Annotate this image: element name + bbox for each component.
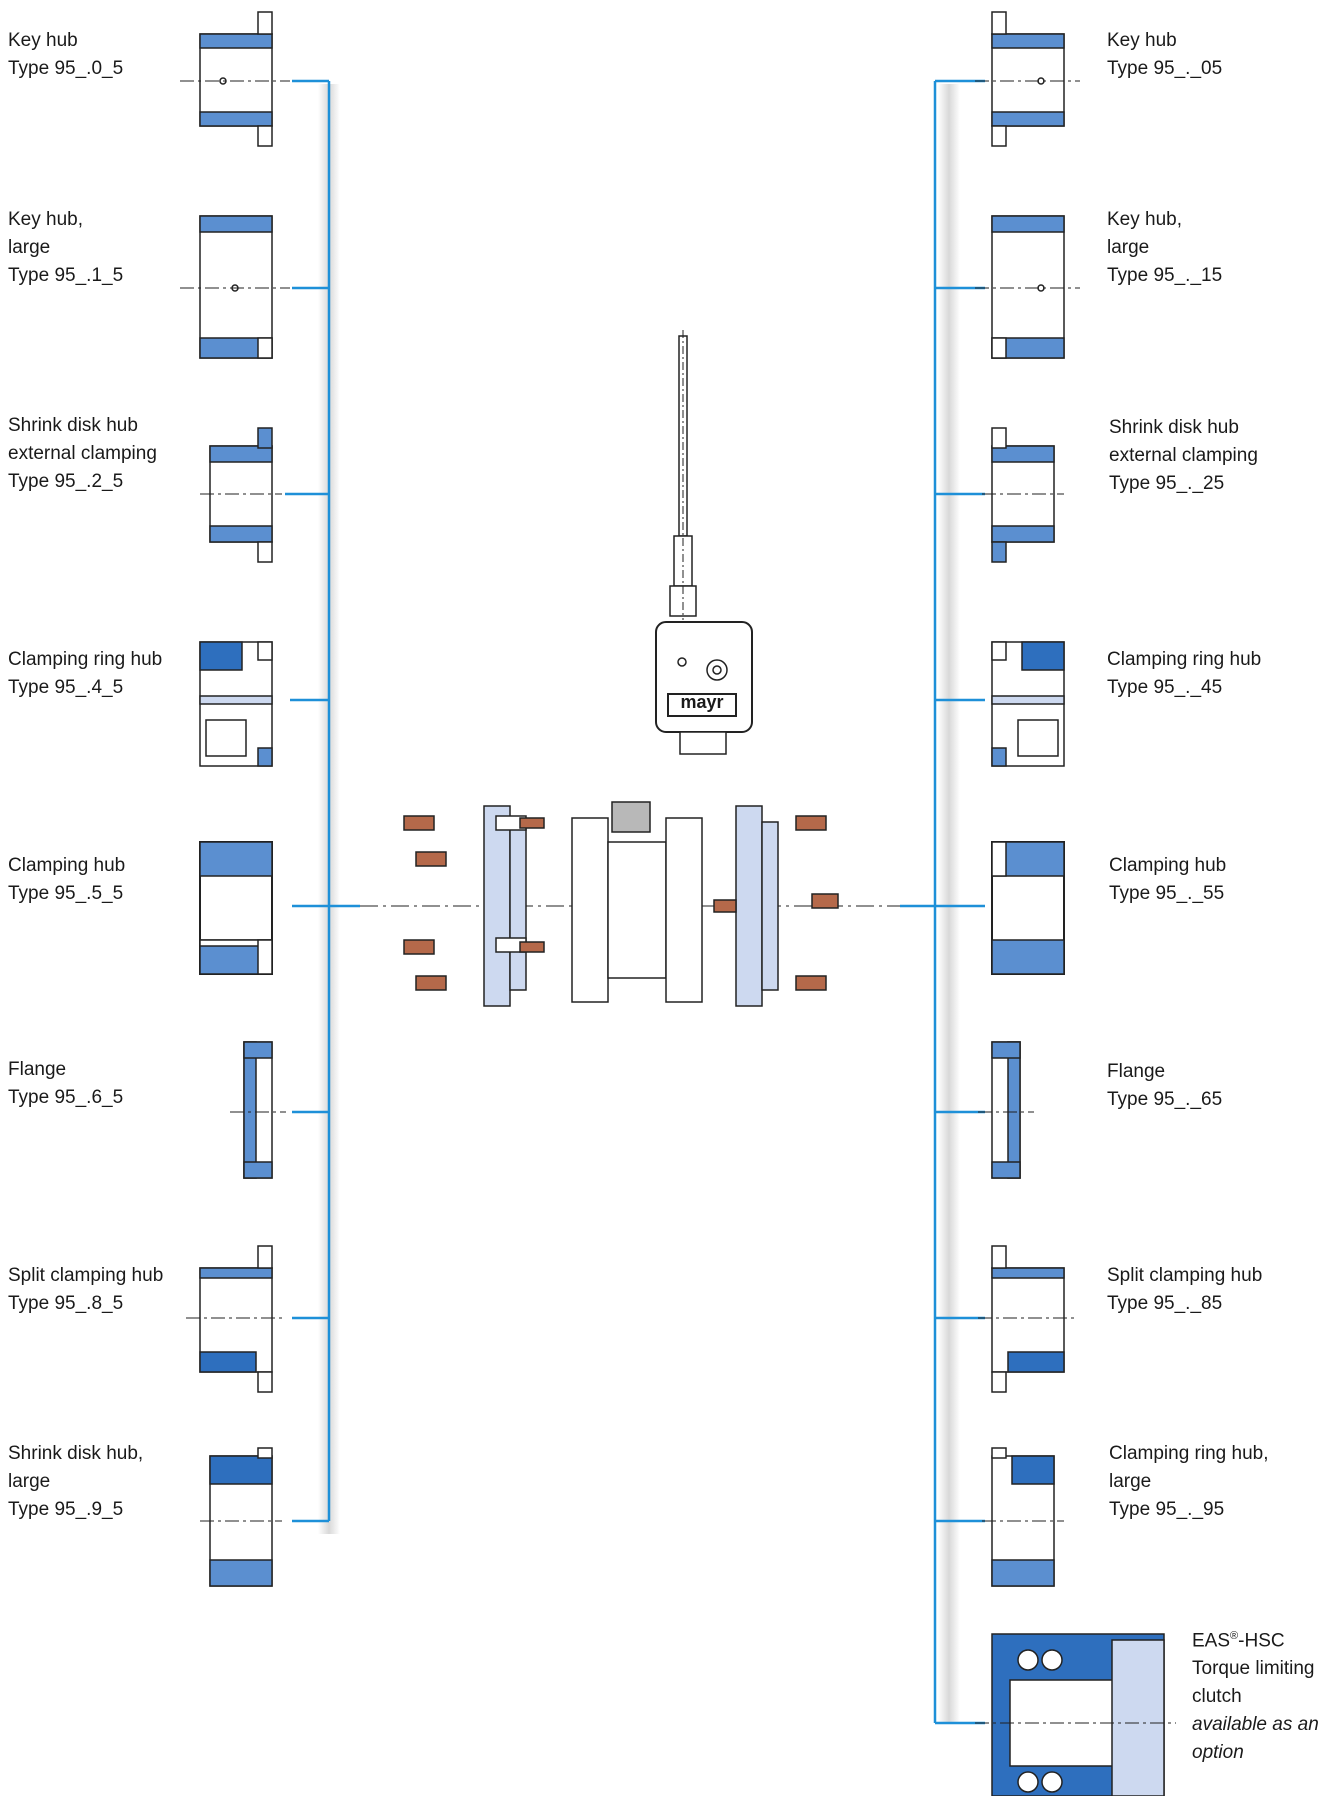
- label-name: Shrink disk hub: [8, 415, 138, 436]
- shrink-disk-hub-large-left-drawing: [200, 1447, 282, 1587]
- label-left-key-hub: Key hub Type 95_.0_5: [8, 27, 123, 83]
- label-name-2: large: [8, 237, 51, 258]
- label-type: Type 95_.2_5: [8, 471, 124, 492]
- label-type: Type 95_._95: [1109, 1499, 1225, 1520]
- label-type: Type 95_._85: [1107, 1293, 1223, 1314]
- label-right-clamping-ring-hub: Clamping ring hub Type 95_._45: [1107, 646, 1261, 702]
- label-type: Type 95_.0_5: [8, 58, 124, 79]
- label-left-flange: Flange Type 95_.6_5: [8, 1056, 123, 1112]
- clamping-hub-right-drawing: [991, 841, 1065, 975]
- label-left-shrink-disk-hub: Shrink disk hub external clamping Type 9…: [8, 412, 157, 496]
- label-name: Flange: [8, 1059, 67, 1080]
- option-note-2: option: [1192, 1742, 1244, 1764]
- flange-left-drawing: [230, 1041, 286, 1179]
- label-right-key-hub-large: Key hub, large Type 95_._15: [1107, 206, 1222, 290]
- sensor-module-drawing: [655, 621, 753, 755]
- key-hub-large-left-drawing: [180, 215, 290, 359]
- bolts: [403, 815, 839, 991]
- option-line-3: clutch: [1192, 1686, 1242, 1708]
- split-clamping-hub-left-drawing: [186, 1245, 286, 1393]
- shrink-disk-hub-right-drawing: [982, 427, 1064, 563]
- key-hub-left-drawing: [180, 11, 290, 147]
- label-type: Type 95_._55: [1109, 883, 1225, 904]
- label-name: Key hub: [8, 30, 78, 51]
- label-name: Shrink disk hub,: [8, 1443, 144, 1464]
- label-type: Type 95_.5_5: [8, 883, 124, 904]
- label-right-clamping-hub: Clamping hub Type 95_._55: [1109, 852, 1226, 908]
- center-coupling-assembly: [360, 330, 900, 1007]
- right-connector-bracket: [900, 79, 985, 1725]
- option-line-2: Torque limiting: [1192, 1658, 1315, 1680]
- label-name-2: large: [8, 1471, 51, 1492]
- key-hub-large-right-drawing: [975, 215, 1080, 359]
- clamping-ring-hub-right-drawing: [991, 641, 1065, 767]
- clamping-ring-hub-large-right-drawing: [982, 1447, 1064, 1587]
- label-name: Split clamping hub: [8, 1265, 164, 1286]
- right-hub-drawings: [975, 11, 1176, 1796]
- left-hub-drawings: [180, 11, 290, 1587]
- label-type: Type 95_.4_5: [8, 677, 124, 698]
- option-note-1: available as an: [1192, 1714, 1319, 1736]
- label-name: Key hub: [1107, 30, 1177, 51]
- label-right-key-hub: Key hub Type 95_._05: [1107, 27, 1222, 83]
- label-eas-hsc-option: EAS®-HSC Torque limiting clutch availabl…: [1192, 1622, 1319, 1767]
- label-left-clamping-hub: Clamping hub Type 95_.5_5: [8, 852, 125, 908]
- left-connector-bracket: [285, 79, 360, 1523]
- label-left-split-clamping-hub: Split clamping hub Type 95_.8_5: [8, 1262, 163, 1318]
- label-right-flange: Flange Type 95_._65: [1107, 1058, 1222, 1114]
- right-flange-part: [735, 805, 779, 1007]
- label-name-2: external clamping: [8, 443, 157, 464]
- label-name-2: large: [1109, 1471, 1152, 1492]
- label-type: Type 95_.6_5: [8, 1087, 124, 1108]
- label-name: Clamping ring hub: [1107, 649, 1262, 670]
- label-type: Type 95_._45: [1107, 677, 1223, 698]
- label-name-2: external clamping: [1109, 445, 1258, 466]
- label-left-clamping-ring-hub: Clamping ring hub Type 95_.4_5: [8, 646, 162, 702]
- clamping-hub-left-drawing: [199, 841, 273, 975]
- label-name: Clamping hub: [1109, 855, 1227, 876]
- label-type: Type 95_._05: [1107, 58, 1223, 79]
- label-name-2: large: [1107, 237, 1150, 258]
- label-name: Key hub,: [8, 209, 83, 230]
- label-type: Type 95_._65: [1107, 1089, 1223, 1110]
- label-name: Flange: [1107, 1061, 1166, 1082]
- label-type: Type 95_.9_5: [8, 1499, 124, 1520]
- label-type: Type 95_.8_5: [8, 1293, 124, 1314]
- eas-hsc-clutch-drawing: [975, 1633, 1176, 1796]
- label-name: Key hub,: [1107, 209, 1182, 230]
- split-clamping-hub-right-drawing: [978, 1245, 1078, 1393]
- label-type: Type 95_.1_5: [8, 265, 124, 286]
- left-flange-part: [483, 805, 527, 1007]
- label-type: Type 95_._15: [1107, 265, 1223, 286]
- label-name: Shrink disk hub: [1109, 417, 1239, 438]
- antenna-drawing: [669, 330, 697, 620]
- label-right-shrink-disk-hub: Shrink disk hub external clamping Type 9…: [1109, 414, 1258, 498]
- label-right-split-clamping-hub: Split clamping hub Type 95_._85: [1107, 1262, 1262, 1318]
- clamping-ring-hub-left-drawing: [199, 641, 273, 767]
- label-name: Clamping ring hub,: [1109, 1443, 1269, 1464]
- module-logo: mayr: [680, 692, 724, 712]
- label-name: Clamping ring hub: [8, 649, 163, 670]
- flange-right-drawing: [978, 1041, 1034, 1179]
- label-name: Split clamping hub: [1107, 1265, 1263, 1286]
- center-body-part: [571, 801, 703, 1003]
- shrink-disk-hub-left-drawing: [200, 427, 282, 563]
- key-hub-right-drawing: [975, 11, 1080, 147]
- label-left-shrink-disk-hub-large: Shrink disk hub, large Type 95_.9_5: [8, 1440, 143, 1524]
- label-type: Type 95_._25: [1109, 473, 1225, 494]
- option-title: EAS®-HSC: [1192, 1630, 1285, 1652]
- label-left-key-hub-large: Key hub, large Type 95_.1_5: [8, 206, 123, 290]
- label-right-clamping-ring-hub-large: Clamping ring hub, large Type 95_._95: [1109, 1440, 1268, 1524]
- label-name: Clamping hub: [8, 855, 126, 876]
